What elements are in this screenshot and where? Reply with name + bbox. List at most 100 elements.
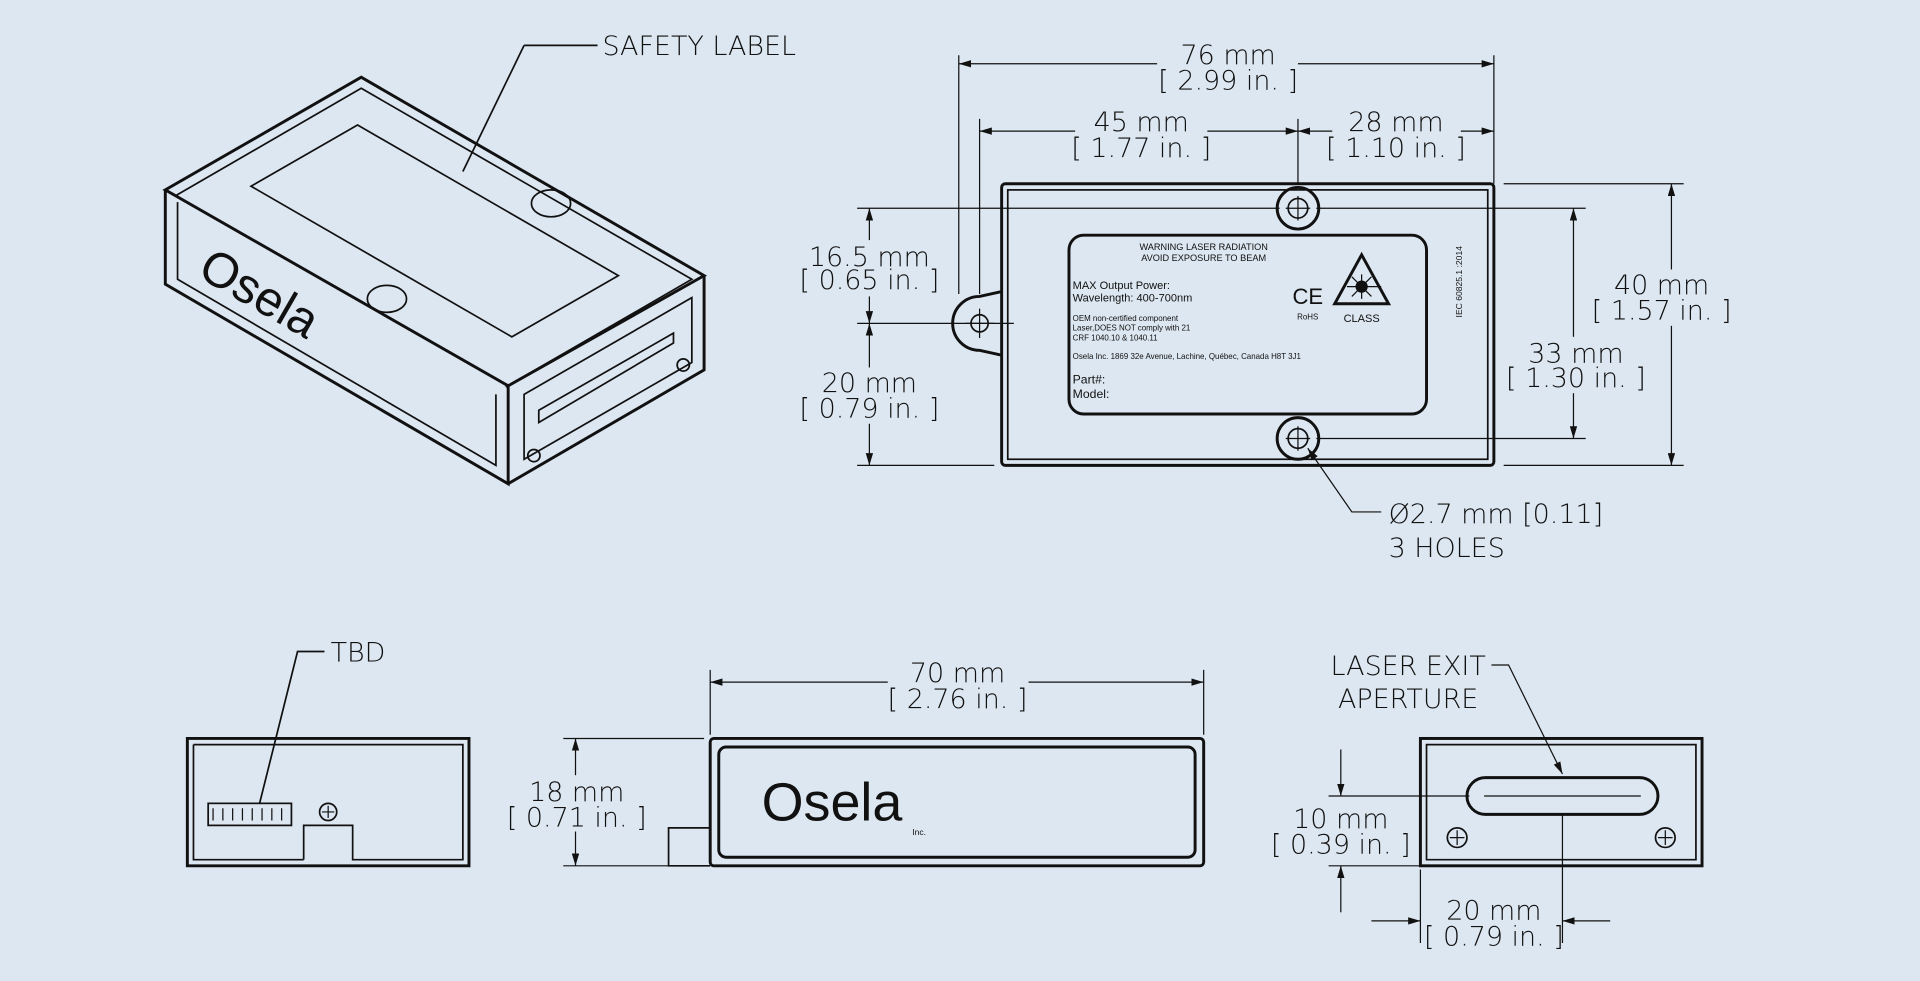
- dimension-label: [ 0.65 in. ]: [800, 265, 940, 296]
- drawing-line: [1328, 795, 1564, 943]
- ce-mark: CE: [1292, 284, 1323, 309]
- dimension-label: 3 HOLES: [1389, 533, 1505, 564]
- dimension-label: [ 1.57 in. ]: [1592, 296, 1732, 327]
- dimension-label: [ 1.30 in. ]: [1506, 363, 1646, 394]
- dimension-label: 18 mm: [529, 777, 624, 808]
- dimension-label: 10 mm: [1293, 804, 1388, 835]
- dimension-label: [ 2.99 in. ]: [1158, 65, 1298, 96]
- drawing-line: [1332, 105, 1461, 162]
- dimension-label: 40 mm: [1614, 270, 1709, 301]
- drawing-line: [1075, 105, 1208, 162]
- drawing-line: [212, 808, 283, 821]
- drawing-line: [258, 650, 325, 804]
- drawing-line: [857, 183, 1684, 467]
- dimension-label: Laser,DOES NOT comply with 21: [1073, 324, 1191, 333]
- dimension-label: [ 1.10 in. ]: [1326, 133, 1466, 164]
- drawing-line: [207, 802, 293, 827]
- dimension-label: CLASS: [1344, 313, 1380, 325]
- dimension-label: 28 mm: [1348, 107, 1443, 138]
- safety-label-text: WARNING LASER RADIATION AVOID EXPOSURE T…: [1073, 242, 1464, 401]
- safety-label-leader: [462, 45, 525, 172]
- dimension-label: OEM non-certified component: [1073, 314, 1179, 323]
- dimension-label: 16.5 mm: [809, 242, 930, 273]
- isometric-view: Osela SAFETY LABEL: [162, 31, 796, 487]
- drawing-line: [530, 189, 572, 218]
- dimension-label: [ 1.77 in. ]: [1071, 133, 1211, 164]
- drawing-line: [1000, 182, 1496, 467]
- drawing-line: [1285, 196, 1311, 451]
- drawing-line: [176, 202, 497, 467]
- drawing-line: [537, 331, 675, 425]
- dimension-label: RoHS: [1297, 313, 1318, 322]
- holes-callout: Ø2.7 mm [0.11]: [1389, 499, 1604, 530]
- drawing-line: [802, 240, 937, 297]
- drawing-line: [1446, 826, 1468, 849]
- dimension-label: CRF 1040.10 & 1040.11: [1073, 334, 1159, 343]
- iso-logo: Osela: [190, 238, 328, 349]
- front-view: Osela Inc. 70 mm [ 2.76 in. ] 18 mm [ 0.…: [507, 657, 1206, 868]
- drawing-line: [162, 75, 708, 388]
- drawing-line: [507, 275, 706, 486]
- drawing-line: [667, 826, 711, 867]
- drawing-line: [318, 802, 338, 822]
- dimension-label: [ 0.39 in. ]: [1271, 830, 1411, 861]
- dimension-label: WARNING LASER RADIATION: [1139, 242, 1267, 252]
- drawing-line: [1418, 736, 1704, 868]
- dimension-label: [ 0.79 in. ]: [1424, 921, 1564, 952]
- drawing-line: [1006, 189, 1489, 461]
- drawing-line: [1491, 664, 1563, 775]
- drawing-line: [192, 743, 464, 861]
- drawing-line: [1157, 36, 1298, 96]
- drawing-line: [717, 745, 1197, 859]
- drawing-line: [185, 736, 471, 868]
- dimension-label: 20 mm: [1446, 896, 1541, 927]
- drawing-line: [1273, 803, 1411, 860]
- dimension-label: Model:: [1073, 387, 1110, 401]
- drawing-line: [1449, 830, 1465, 845]
- drawing-line: [366, 284, 408, 314]
- top-view: WARNING LASER RADIATION AVOID EXPOSURE T…: [800, 36, 1732, 564]
- drawing-line: [174, 87, 694, 388]
- laser-warning-icon: [1332, 251, 1392, 306]
- dimension-label: [ 2.76 in. ]: [888, 684, 1028, 715]
- dimension-label: 70 mm: [910, 658, 1005, 689]
- drawing-line: [526, 448, 541, 463]
- drawing-line: [1654, 826, 1676, 849]
- drawing-line: [958, 55, 1495, 294]
- aperture-end-view: LASER EXIT APERTURE 10 mm [ 0.39 in. ] 2…: [1271, 651, 1704, 952]
- safety-label-panel: [1067, 233, 1428, 416]
- dimension-label: Osela Inc. 1869 32e Avenue, Lachine, Qué…: [1073, 352, 1302, 361]
- drawing-line: [708, 736, 1206, 868]
- drawing-line: [523, 296, 693, 461]
- osela-logo: Osela: [762, 773, 903, 833]
- drawing-line: [322, 805, 335, 819]
- drawing-line: [1509, 336, 1639, 394]
- dimension-label: [ 0.79 in. ]: [800, 394, 940, 425]
- connector-end-view: TBD: [185, 637, 471, 868]
- drawing-line: [1657, 830, 1673, 845]
- drawing-line: [563, 669, 1205, 867]
- drawing-line: [1346, 274, 1382, 299]
- dimension-label: Part#:: [1073, 372, 1106, 386]
- dimension-label: MAX Output Power:: [1073, 280, 1170, 292]
- tbd-callout: TBD: [331, 637, 386, 668]
- dimension-label: APERTURE: [1338, 684, 1478, 715]
- dimension-label: Wavelength: 400-700nm: [1073, 292, 1193, 304]
- drawing-line: [1606, 269, 1717, 326]
- safety-label-callout: SAFETY LABEL: [602, 31, 796, 62]
- drawing-line: [514, 775, 643, 832]
- iso-safety-label: [249, 124, 621, 338]
- dimension-label: 45 mm: [1094, 107, 1189, 138]
- drawing-line: [1307, 447, 1382, 513]
- dimension-label: IEC 60825.1 :2014: [1454, 246, 1464, 318]
- drawing-line: [676, 358, 691, 372]
- dimension-label: 20 mm: [822, 368, 917, 399]
- dimension-label: 33 mm: [1528, 339, 1623, 370]
- drawing-line: [802, 367, 937, 424]
- dimension-label: 76 mm: [1181, 40, 1276, 71]
- dimension-label: AVOID EXPOSURE TO BEAM: [1141, 253, 1266, 263]
- drawing-line: [163, 189, 510, 487]
- dimension-label: [ 0.71 in. ]: [507, 803, 647, 834]
- laser-exit-callout: LASER EXIT: [1331, 651, 1486, 682]
- drawing-line: [1425, 743, 1697, 861]
